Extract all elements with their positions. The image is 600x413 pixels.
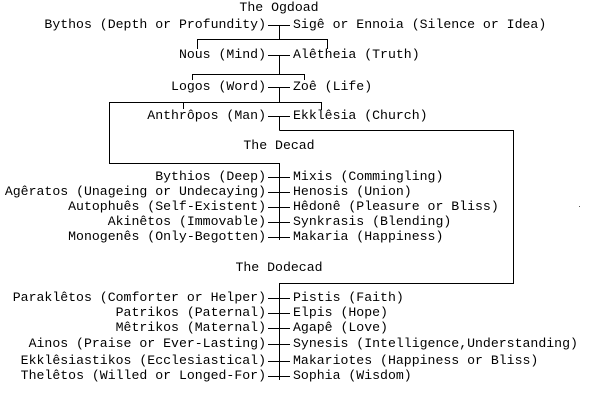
female-aeon: Makariotes (Happiness or Bliss)	[293, 353, 539, 368]
male-aeon: Thelêtos (Willed or Longed-For)	[20, 368, 266, 383]
male-aeon: Mêtrikos (Maternal)	[115, 320, 266, 335]
male-aeon: Autophuês (Self-Existent)	[68, 199, 266, 214]
female-aeon: Alêtheia (Truth)	[293, 47, 420, 62]
male-aeon: Ekklêsiastikos (Ecclesiastical)	[20, 353, 266, 368]
female-aeon: Pistis (Faith)	[293, 290, 404, 305]
male-aeon: Agêratos (Unageing or Undecaying)	[4, 184, 266, 199]
male-aeon: Monogenês (Only-Begotten)	[68, 229, 266, 244]
female-aeon: Makaria (Happiness)	[293, 229, 444, 244]
female-aeon: Sigê or Ennoia (Silence or Idea)	[293, 17, 547, 32]
ogdoad-title: The Ogdoad	[239, 0, 319, 15]
male-aeon: Paraklêtos (Comforter or Helper)	[12, 290, 266, 305]
female-aeon: Zoê (Life)	[293, 79, 373, 94]
female-aeon: Hêdonê (Pleasure or Bliss)	[293, 199, 499, 214]
male-aeon: Nous (Mind)	[178, 47, 266, 62]
male-aeon: Bythos (Depth or Profundity)	[44, 17, 266, 32]
female-aeon: Henosis (Union)	[293, 184, 412, 199]
decad-title: The Decad	[243, 138, 315, 153]
male-aeon: Akinêtos (Immovable)	[107, 214, 266, 229]
male-aeon: Bythios (Deep)	[155, 169, 266, 184]
male-aeon: Ainos (Praise or Ever-Lasting)	[28, 336, 266, 351]
female-aeon: Synkrasis (Blending)	[293, 214, 452, 229]
female-aeon: Synesis (Intelligence,Understanding)	[293, 336, 578, 351]
female-aeon: Sophia (Wisdom)	[293, 368, 412, 383]
male-aeon: Patrikos (Paternal)	[115, 305, 266, 320]
dodecad-title: The Dodecad	[235, 260, 323, 275]
male-aeon: Anthrôpos (Man)	[147, 108, 266, 123]
female-aeon: Ekklêsia (Church)	[293, 108, 428, 123]
female-aeon: Elpis (Hope)	[293, 305, 388, 320]
male-aeon: Logos (Word)	[171, 79, 266, 94]
female-aeon: Agapê (Love)	[293, 320, 388, 335]
female-aeon: Mixis (Commingling)	[293, 169, 444, 184]
stray-dot	[579, 206, 580, 207]
